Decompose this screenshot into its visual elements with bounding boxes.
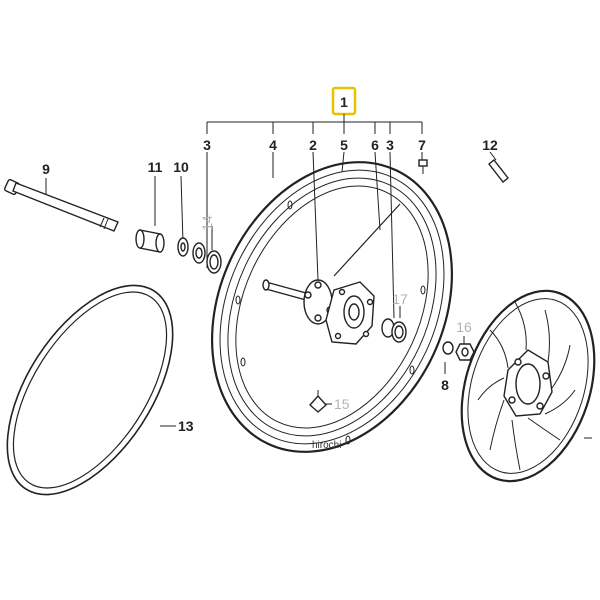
callout-12: 12 [482,137,498,153]
wedge-12 [488,159,509,183]
washer-16 [455,343,475,361]
brake-disc [460,289,596,483]
callout-16: 16 [456,319,472,335]
callout-3b: 3 [386,137,394,153]
watermark: hirochi [312,440,341,451]
callout-2: 2 [309,137,317,153]
spacer-sleeve [135,229,165,253]
callout-5: 5 [340,137,348,153]
bolt-7 [418,159,428,174]
callout-4: 4 [269,137,277,153]
callout-9: 9 [42,161,50,177]
nut-8 [442,341,454,355]
callout-7: 7 [418,137,426,153]
callout-10: 10 [173,159,189,175]
wheel-rim [211,161,453,453]
tire-ring [6,284,174,496]
callout-11: 11 [148,159,163,175]
callout-17: 17 [392,291,408,307]
valve-15 [309,390,327,413]
callout-bracket [206,114,423,134]
axle [3,178,119,232]
callout-8: 8 [441,377,449,393]
callout-1: 1 [340,94,348,110]
callout-6: 6 [371,137,379,153]
wheel-hub [303,279,375,345]
inner-spacer [262,279,307,301]
spoke-wire [333,203,401,277]
callout-15: 15 [334,396,350,412]
callout-14: 14 [199,215,215,231]
callout-13: 13 [178,418,194,434]
callout-3a: 3 [203,137,211,153]
